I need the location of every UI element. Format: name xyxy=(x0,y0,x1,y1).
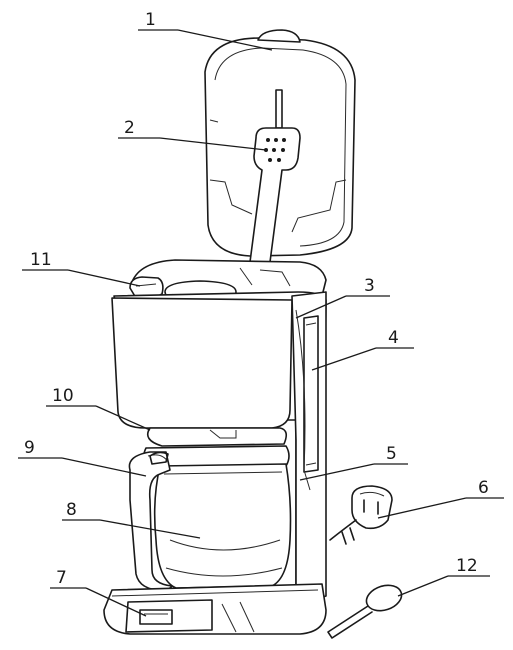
callout-8: 8 xyxy=(66,500,77,520)
callout-4: 4 xyxy=(388,328,399,348)
callout-5: 5 xyxy=(386,444,397,464)
callout-11: 11 xyxy=(30,250,52,270)
callout-labels: 1 2 3 4 5 6 7 8 9 10 11 12 xyxy=(24,10,489,588)
callout-2: 2 xyxy=(124,118,135,138)
measuring-spoon xyxy=(327,584,403,639)
shower-head-arm xyxy=(249,89,301,263)
power-plug xyxy=(329,485,393,545)
housing-body xyxy=(111,291,327,607)
callout-12: 12 xyxy=(456,556,478,576)
callout-1: 1 xyxy=(145,10,156,30)
callout-7: 7 xyxy=(56,568,67,588)
callout-leaders xyxy=(18,29,504,617)
callout-9: 9 xyxy=(24,438,35,458)
callout-10: 10 xyxy=(52,386,74,406)
callout-6: 6 xyxy=(478,478,489,498)
callout-3: 3 xyxy=(364,276,375,296)
carafe xyxy=(128,427,292,591)
base xyxy=(103,583,327,635)
